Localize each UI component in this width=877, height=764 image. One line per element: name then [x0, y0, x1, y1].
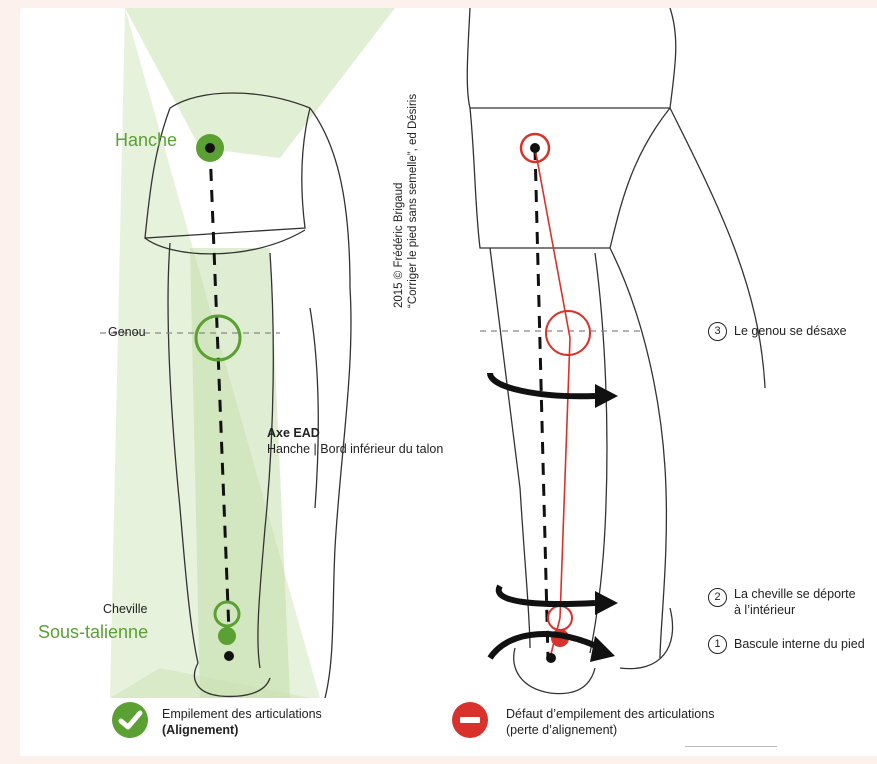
annotation-2-badge: 2 — [708, 588, 727, 607]
annotation-1-text: Bascule interne du pied — [734, 637, 865, 651]
legend-bad: Défaut d’empilement des articulations (p… — [506, 706, 714, 738]
annotation-2-text: La cheville se déporte — [734, 587, 856, 601]
credit-text: 2015 © Frédéric Brigaud “Corriger le pie… — [392, 94, 420, 308]
axis-title: Axe EAD — [267, 426, 320, 440]
subtalar-label: Sous-talienne — [38, 622, 148, 643]
no-entry-icon — [452, 702, 488, 738]
diagram-canvas: Hanche Genou Cheville Sous-talienne Axe … — [20, 8, 877, 756]
annotation-3-text: Le genou se désaxe — [734, 324, 847, 338]
check-icon — [112, 702, 148, 738]
ead-axis-right — [535, 148, 548, 658]
ankle-label: Cheville — [103, 602, 147, 616]
annotation-3-badge: 3 — [708, 322, 727, 341]
knee-label: Genou — [108, 325, 146, 339]
knee-joint-marker-right — [546, 311, 590, 355]
arrow-head-foot — [590, 636, 615, 662]
axis-description: Hanche | Bord inférieur du talon — [267, 442, 443, 456]
divider — [685, 746, 777, 747]
hip-label: Hanche — [115, 130, 177, 151]
alignment-cones — [110, 8, 395, 698]
arrow-head-ankle — [595, 591, 618, 615]
legend-good: Empilement des articulations (Alignement… — [162, 706, 322, 738]
annotation-2-text-line2: à l’intérieur — [734, 603, 795, 617]
misaligned-axis — [535, 148, 570, 338]
annotation-1-badge: 1 — [708, 635, 727, 654]
subtalar-joint-marker — [218, 627, 236, 645]
